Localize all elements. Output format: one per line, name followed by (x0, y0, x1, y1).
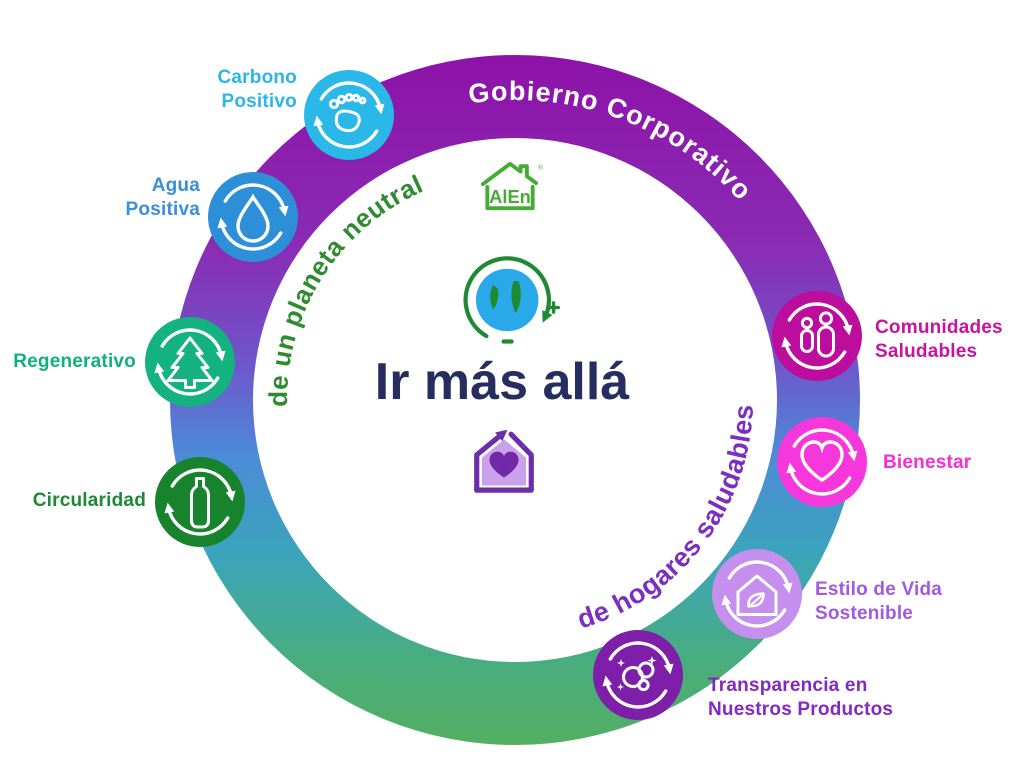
home-heart-icon (474, 429, 534, 493)
label-carbono-positivo: Carbono Positivo (217, 67, 297, 113)
label-estilo-de-vida-sostenible: Estilo de Vida Sostenible (815, 579, 943, 625)
label-comunidades-saludables: Comunidades Saludables (875, 317, 1003, 363)
inner-disc (253, 138, 777, 662)
badge-transparencia-productos (593, 630, 683, 720)
headline: Ir más allá (374, 353, 630, 411)
badge-carbono-positivo (304, 70, 394, 160)
alen-logo-text: AlEn (489, 186, 531, 207)
label-agua-positiva: Agua Positiva (125, 175, 200, 221)
badge-circularidad (155, 457, 245, 547)
badge-estilo-de-vida-sostenible (712, 549, 802, 639)
label-regenerativo: Regenerativo (13, 351, 136, 372)
earth-recycle-icon (463, 256, 560, 344)
label-circularidad: Circularidad (32, 490, 146, 511)
badge-regenerativo (145, 317, 235, 407)
alen-logo: AlEn ® (481, 161, 543, 211)
label-transparencia-productos: Transparencia en Nuestros Productos (708, 675, 894, 721)
badge-bienestar (777, 417, 867, 507)
label-bienestar: Bienestar (883, 452, 972, 473)
badge-comunidades-saludables (772, 291, 862, 381)
registered-mark: ® (538, 164, 543, 172)
badge-agua-positiva (208, 172, 298, 262)
